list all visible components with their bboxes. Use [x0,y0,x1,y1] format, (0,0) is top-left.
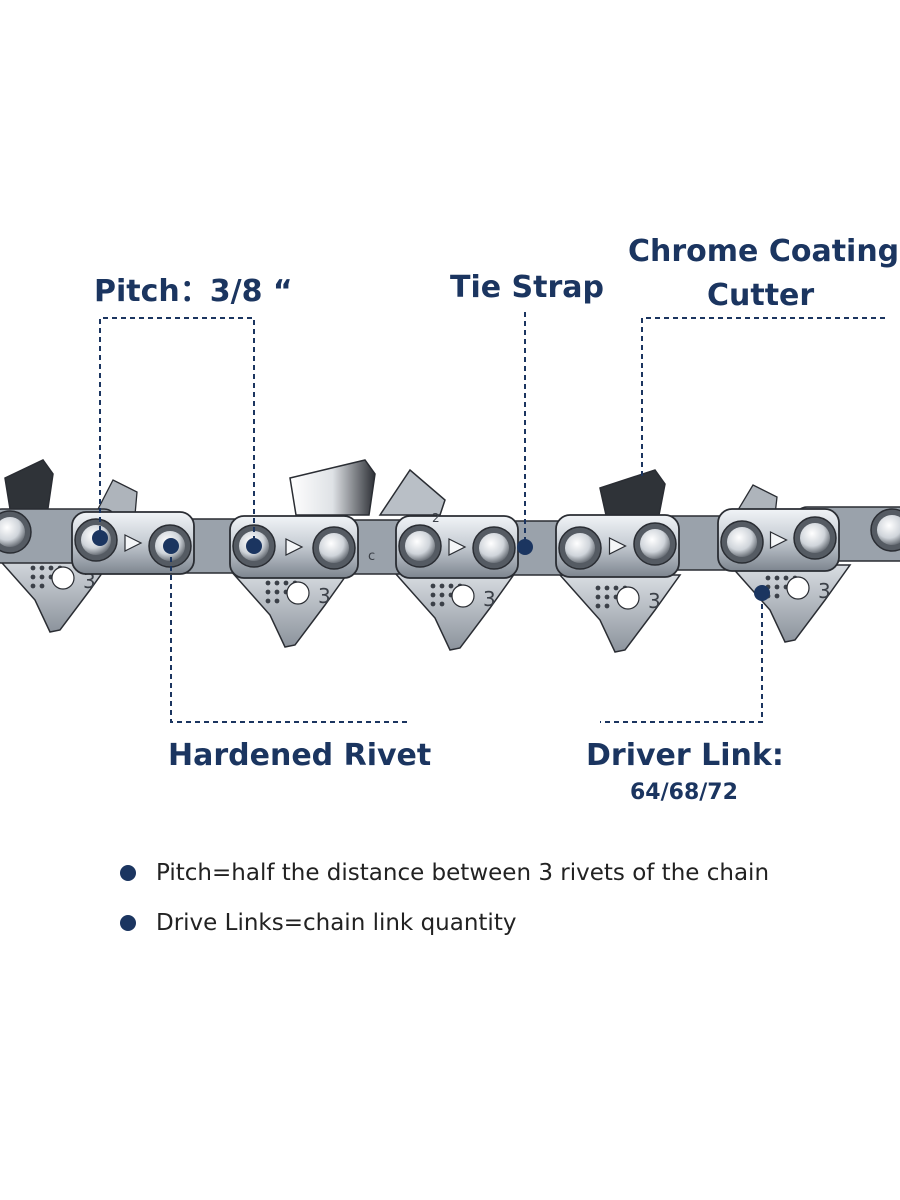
note-drive-links: Drive Links=chain link quantity [120,910,516,936]
plate-mark [124,534,143,552]
drive-link-port [616,586,640,610]
drive-link-hole [604,585,610,591]
drive-link-hole [39,565,45,571]
drive-link-stamp: 3 [818,579,831,603]
hardened-rivet-dot [163,538,179,554]
bullet-icon [120,865,136,881]
drive-link-hole [265,598,271,604]
tie-strap-stamp: c [368,549,375,564]
cutter-tooth [4,459,54,516]
chrome-coating-label: Chrome Coating [628,234,900,269]
rivet-face [0,517,25,547]
drive-link-hole [765,575,771,581]
drive-link-hole [39,574,45,580]
drive-link-hole [30,583,36,589]
rivet-face [800,523,830,553]
drive-link-hole [595,585,601,591]
pitch-label: Pitch：3/8 “ [94,274,293,309]
note-pitch: Pitch=half the distance between 3 rivets… [120,860,769,886]
marker-dots [92,530,770,601]
driver-link-leader [600,595,763,723]
drive-link-port [51,566,75,590]
pitch-dot-right [246,538,262,554]
cutter-stamp: 2 [432,511,440,525]
chrome-cutter-leader [641,317,885,478]
drive-link-port [286,581,310,605]
drive-link-hole [265,580,271,586]
drive-link-hole [274,589,280,595]
hardened-rivet-leader [170,548,408,723]
cutters [4,459,778,516]
drive-link-hole [30,565,36,571]
drive-link-hole [595,603,601,609]
rivet-face [640,529,670,559]
drive-link-hole [430,583,436,589]
driver-link-label: Driver Link: [586,738,784,773]
drive-link-hole [595,594,601,600]
drive-link-hole [774,593,780,599]
drive-link-hole [774,575,780,581]
drive-link-hole [604,603,610,609]
drive-link [728,564,852,643]
depth-gauge [378,468,446,516]
plate-mark [608,537,627,555]
drive-link-hole [448,583,454,589]
drive-link-port [786,576,810,600]
rivet-face [877,515,900,545]
cutter-tooth [599,469,666,516]
drive-link-hole [283,580,289,586]
rivet-face [479,533,509,563]
drive-link-hole [430,592,436,598]
plate-mark [769,531,788,549]
drive-link [228,569,352,648]
rivet-face [405,531,435,561]
driver-link-dot [754,585,770,601]
drive-link-hole [48,565,54,571]
plate-mark [285,538,304,556]
drive-link-hole [613,585,619,591]
plate-mark [448,538,467,556]
note-pitch-text: Pitch=half the distance between 3 rivets… [156,860,770,886]
cutter-label: Cutter [707,278,815,313]
driver-link-sizes: 64/68/72 [630,780,738,805]
drive-link-hole [30,574,36,580]
drive-link-hole [439,601,445,607]
drive-link-port [451,584,475,608]
note-drive-links-text: Drive Links=chain link quantity [156,910,517,936]
side-plates: c2 [0,506,900,579]
cutter-tooth [289,459,376,516]
drive-link-hole [783,575,789,581]
pitch-dot-left [92,530,108,546]
bullet-icon [120,915,136,931]
drive-link-hole [274,580,280,586]
drive-link-hole [39,583,45,589]
leader-lines [99,312,885,723]
drive-link-hole [604,594,610,600]
drive-link [393,572,517,651]
drive-link-stamp: 3 [648,589,661,613]
drive-link-stamp: 3 [483,587,496,611]
pitch-leader [99,317,255,545]
drive-link-hole [774,584,780,590]
drive-link [558,574,682,653]
drive-link-hole [439,592,445,598]
tie-strap-dot [517,539,533,555]
rivet-face [565,533,595,563]
drive-link-stamp: 3 [83,569,96,593]
drive-link-stamp: 3 [318,584,331,608]
hardened-rivet-label: Hardened Rivet [168,738,432,773]
rivet-face [319,533,349,563]
rivet-face [727,527,757,557]
drive-link-hole [430,601,436,607]
drive-link-hole [439,583,445,589]
drive-link-hole [265,589,271,595]
drive-link-hole [274,598,280,604]
tie-strap-label: Tie Strap [450,270,604,305]
